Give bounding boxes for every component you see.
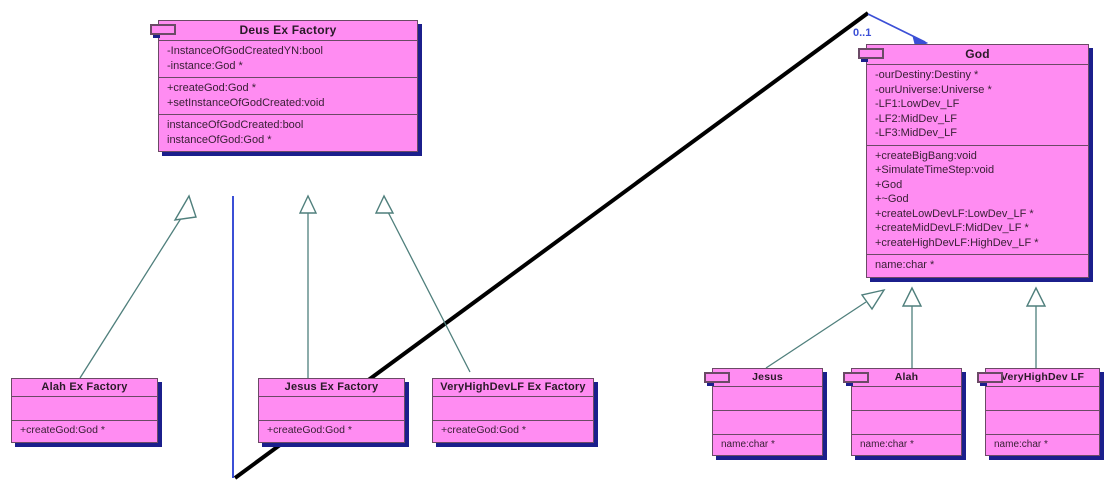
class-operations-veryhighdev-lf xyxy=(986,411,1099,435)
attribute-row: -instance:God * xyxy=(167,59,243,72)
extra-row: instanceOfGodCreated:bool xyxy=(167,119,304,132)
class-title-veryhighdev-lf: VeryHighDev LF xyxy=(986,369,1099,387)
class-box-alah[interactable]: Alah name:char * xyxy=(843,368,962,457)
operation-row: +createMidDevLF:MidDev_LF * xyxy=(875,222,1029,235)
operation-row: +setInstanceOfGodCreated:void xyxy=(167,96,325,109)
class-operations-jesus xyxy=(713,411,822,435)
extra-row: name:char * xyxy=(994,439,1048,450)
class-title-jesus: Jesus xyxy=(713,369,822,387)
class-extras-deus-ex-factory: instanceOfGodCreated:bool instanceOfGod:… xyxy=(159,115,417,151)
extra-row: name:char * xyxy=(875,259,935,272)
generalization-arrowhead-alah xyxy=(901,286,923,307)
generalization-arrowhead-jesus xyxy=(860,288,886,311)
operation-row: +createBigBang:void xyxy=(875,149,977,162)
extra-row: name:char * xyxy=(860,439,914,450)
class-tab-icon xyxy=(704,372,730,386)
class-attributes-alah xyxy=(852,387,961,411)
class-attributes-jesus xyxy=(713,387,822,411)
class-extras-veryhighdev-lf: name:char * xyxy=(986,435,1099,455)
generalization-line-vhdfactory xyxy=(387,211,471,373)
attribute-row: -ourDestiny:Destiny * xyxy=(875,69,979,81)
class-title-alah-ex-factory: Alah Ex Factory xyxy=(12,379,157,397)
attribute-row: -LF2:MidDev_LF xyxy=(875,112,957,125)
class-operations-deus-ex-factory: +createGod:God * +setInstanceOfGodCreate… xyxy=(159,78,417,116)
class-operations-alah-ex-factory: +createGod:God * xyxy=(12,421,157,442)
generalization-line-jesus xyxy=(765,301,867,369)
attribute-row: -LF3:MidDev_LF xyxy=(875,127,957,140)
class-title-god: God xyxy=(867,45,1088,65)
attribute-row: -ourUniverse:Universe * xyxy=(875,83,992,96)
class-title-jesus-ex-factory: Jesus Ex Factory xyxy=(259,379,404,397)
class-title-veryhighdevlf-ex-factory: VeryHighDevLF Ex Factory xyxy=(433,379,593,397)
extra-row: instanceOfGod:God * xyxy=(167,133,272,146)
operation-row: +createGod:God * xyxy=(267,424,352,436)
operation-row: +God xyxy=(875,178,903,191)
operation-row: +createGod:God * xyxy=(167,82,256,95)
operation-row: +createGod:God * xyxy=(441,424,526,436)
class-operations-alah xyxy=(852,411,961,435)
generalization-line-alahfactory xyxy=(79,211,186,379)
class-tab-icon xyxy=(977,372,1003,386)
operation-row: +~God xyxy=(875,193,909,206)
attribute-row: -LF1:LowDev_LF xyxy=(875,98,960,111)
class-box-veryhighdevlf-ex-factory[interactable]: VeryHighDevLF Ex Factory +createGod:God … xyxy=(432,378,594,443)
operation-row: +createHighDevLF:HighDev_LF * xyxy=(875,236,1039,249)
class-tab-icon xyxy=(843,372,869,386)
extra-row: name:char * xyxy=(721,439,775,450)
class-box-jesus-ex-factory[interactable]: Jesus Ex Factory +createGod:God * xyxy=(258,378,405,443)
class-attributes-veryhighdevlf-ex-factory xyxy=(433,397,593,421)
generalization-arrowhead-jesusfactory xyxy=(298,194,318,214)
attribute-row: -InstanceOfGodCreatedYN:bool xyxy=(167,45,323,57)
class-attributes-jesus-ex-factory xyxy=(259,397,404,421)
class-extras-god: name:char * xyxy=(867,255,1088,277)
class-attributes-god: -ourDestiny:Destiny * -ourUniverse:Unive… xyxy=(867,65,1088,146)
class-title-deus-ex-factory: Deus Ex Factory xyxy=(159,21,417,41)
class-attributes-alah-ex-factory xyxy=(12,397,157,421)
generalization-arrowhead-alahfactory xyxy=(173,194,197,221)
class-box-deus-ex-factory[interactable]: Deus Ex Factory -InstanceOfGodCreatedYN:… xyxy=(150,20,418,153)
class-box-jesus[interactable]: Jesus name:char * xyxy=(704,368,823,457)
class-box-alah-ex-factory[interactable]: Alah Ex Factory +createGod:God * xyxy=(11,378,158,443)
class-box-veryhighdev-lf[interactable]: VeryHighDev LF name:char * xyxy=(977,368,1100,457)
class-attributes-veryhighdev-lf xyxy=(986,387,1099,411)
operation-row: +createLowDevLF:LowDev_LF * xyxy=(875,207,1034,220)
class-box-god[interactable]: God -ourDestiny:Destiny * -ourUniverse:U… xyxy=(858,44,1089,278)
class-extras-jesus: name:char * xyxy=(713,435,822,455)
class-tab-icon xyxy=(858,48,884,62)
operation-row: +SimulateTimeStep:void xyxy=(875,164,995,177)
class-extras-alah: name:char * xyxy=(852,435,961,455)
class-operations-jesus-ex-factory: +createGod:God * xyxy=(259,421,404,442)
generalization-arrowhead-vhdlf xyxy=(1025,286,1047,307)
multiplicity-label-0-1: 0..1 xyxy=(853,27,872,39)
operation-row: +createGod:God * xyxy=(20,424,105,436)
class-tab-icon xyxy=(150,24,176,38)
class-operations-god: +createBigBang:void +SimulateTimeStep:vo… xyxy=(867,146,1088,256)
class-attributes-deus-ex-factory: -InstanceOfGodCreatedYN:bool -instance:G… xyxy=(159,41,417,79)
class-operations-veryhighdevlf-ex-factory: +createGod:God * xyxy=(433,421,593,442)
generalization-arrowhead-vhdfactory xyxy=(374,194,395,214)
class-title-alah: Alah xyxy=(852,369,961,387)
